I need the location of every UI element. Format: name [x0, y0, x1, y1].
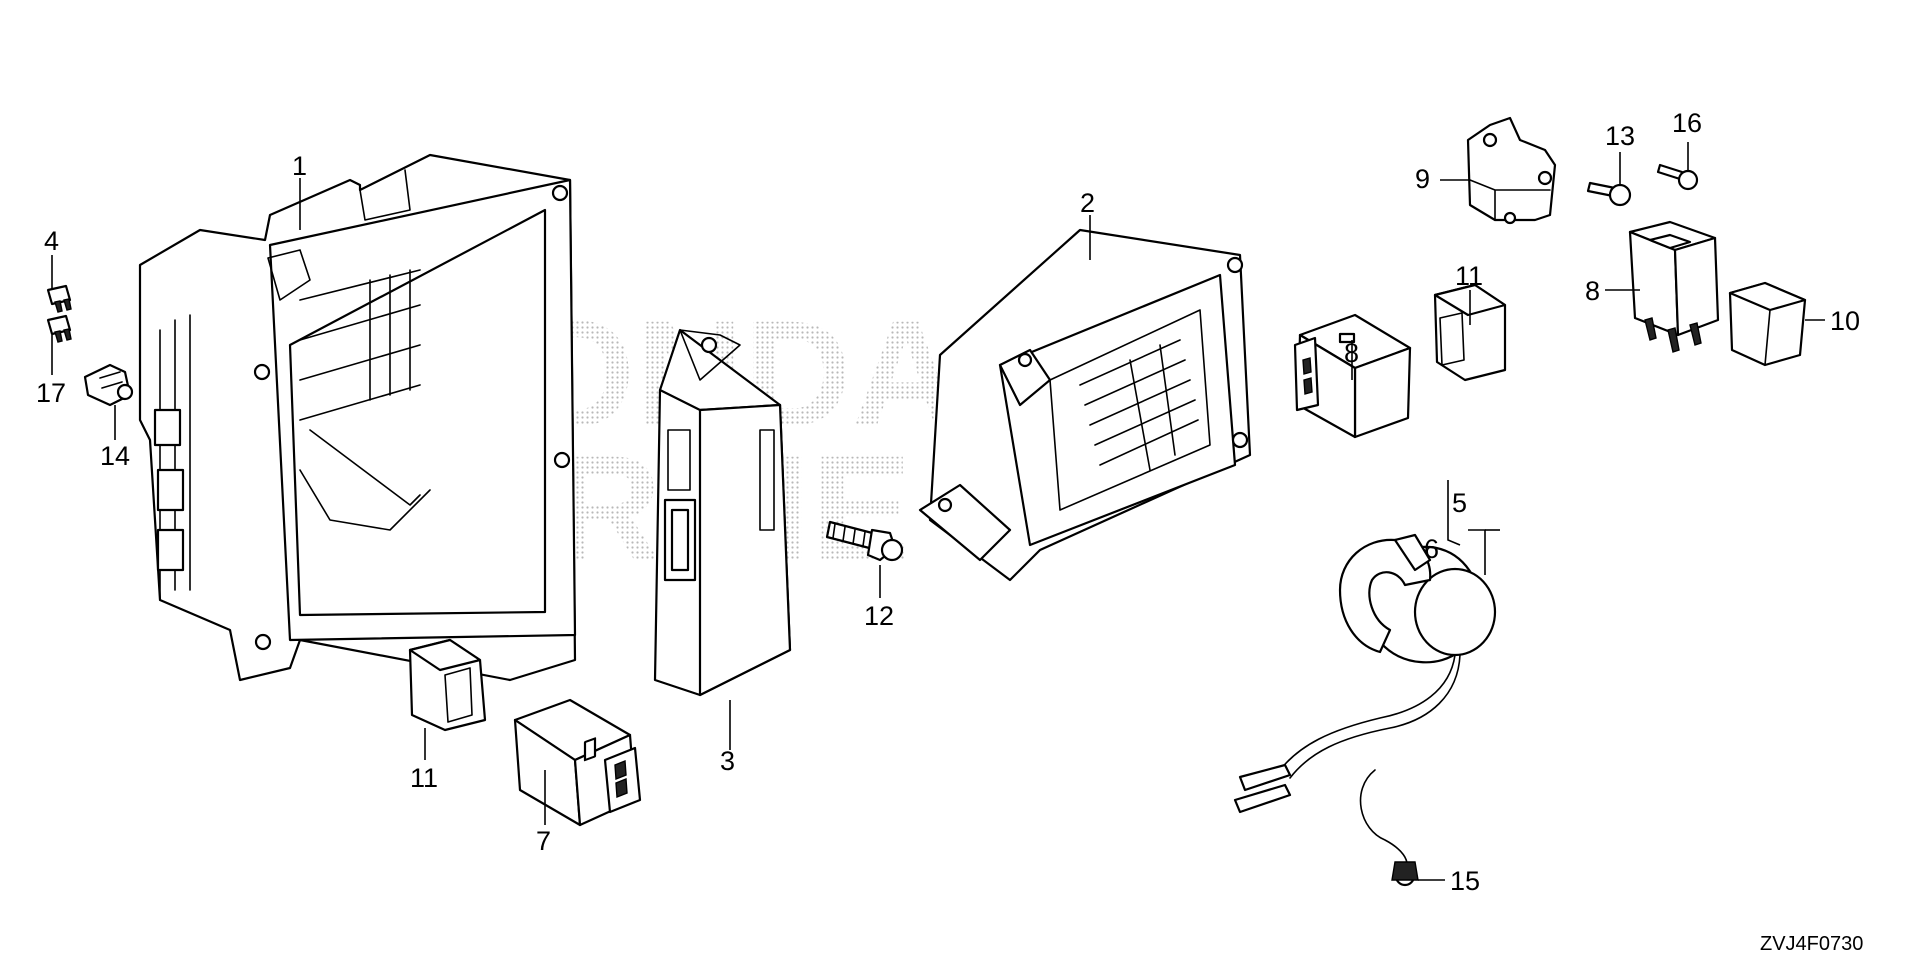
part-17-fuse[interactable]: [46, 314, 72, 343]
callout-9: 9: [1415, 164, 1430, 194]
part-2-relay-box[interactable]: [918, 228, 1252, 582]
diagram-code: ZVJ4F0730: [1760, 933, 1863, 955]
callout-7: 7: [536, 826, 551, 856]
part-8-relay-right[interactable]: [1628, 220, 1720, 353]
part-8-connector-middle[interactable]: [1293, 313, 1412, 439]
callout-2: 2: [1080, 188, 1095, 218]
part-16-screw[interactable]: [1656, 163, 1699, 191]
callouts: 1 2 3 4 5 6 7 8 8 9 10 11 11 12 13 14 15…: [36, 108, 1860, 896]
part-11-cap-left[interactable]: [408, 638, 487, 732]
part-3-control-unit[interactable]: [653, 328, 792, 697]
callout-11-left: 11: [410, 763, 438, 793]
part-1-housing[interactable]: [138, 153, 577, 682]
callout-10: 10: [1830, 306, 1860, 336]
part-12-bolt[interactable]: [825, 520, 904, 562]
callout-15: 15: [1450, 866, 1480, 896]
callout-4: 4: [44, 226, 59, 256]
callout-13: 13: [1605, 121, 1635, 151]
callout-8-middle: 8: [1344, 338, 1359, 368]
callout-17: 17: [36, 378, 66, 408]
part-10-cover[interactable]: [1728, 281, 1807, 367]
part-9-bracket[interactable]: [1466, 116, 1557, 225]
callout-11-right: 11: [1455, 261, 1483, 291]
callout-8-right: 8: [1585, 276, 1600, 306]
callout-14: 14: [100, 441, 130, 471]
part-13-screw[interactable]: [1586, 181, 1632, 207]
callout-3: 3: [720, 746, 735, 776]
callout-12: 12: [864, 601, 894, 631]
part-6-ferrite-half[interactable]: [1338, 533, 1432, 654]
part-14-clip[interactable]: [83, 363, 134, 407]
leader-lines: [51, 142, 1825, 881]
part-4-fuse[interactable]: [46, 284, 72, 313]
callout-16: 16: [1672, 108, 1702, 138]
part-7-connector[interactable]: [513, 698, 642, 827]
callout-1: 1: [292, 151, 307, 181]
callout-6: 6: [1424, 534, 1439, 564]
callout-5: 5: [1452, 488, 1467, 518]
